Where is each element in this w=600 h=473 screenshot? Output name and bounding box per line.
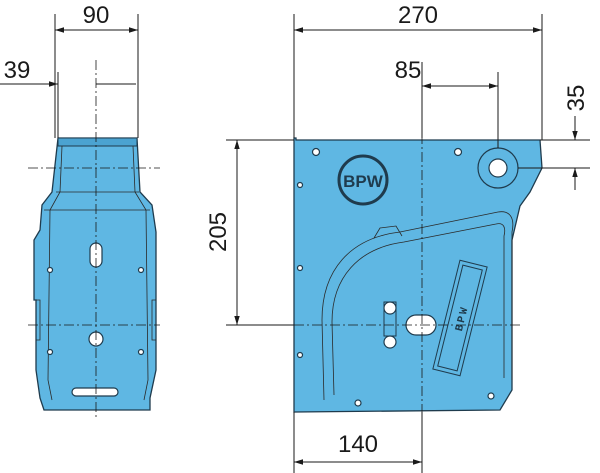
dimension-hole-height-label: 205 <box>205 212 232 252</box>
dimension-hole-offset-x: 85 <box>395 57 499 148</box>
dimension-side-width: 90 <box>54 2 139 138</box>
front-view-bottom-hole-right <box>487 392 495 400</box>
front-view-logo-text: BPW <box>343 172 384 191</box>
front-view-link-hole-top <box>383 301 397 315</box>
front-view-body <box>293 137 543 413</box>
dimension-hole-height: 205 <box>205 139 294 326</box>
side-view-body <box>33 137 157 411</box>
side-view-small-hole-left-2 <box>46 348 54 356</box>
dimension-bottom-width: 140 <box>293 412 423 473</box>
front-view-pocket-outline-inner <box>331 223 506 396</box>
front-view-rib <box>373 225 403 239</box>
front-view-bottom-hole-left <box>354 399 362 407</box>
front-view: BPW BPW <box>293 80 543 430</box>
side-view-edge-notch <box>36 299 41 341</box>
dimension-bottom-width-label: 140 <box>338 431 378 458</box>
side-view-edge-notch-right <box>151 299 156 341</box>
side-view-small-hole-left <box>46 266 54 274</box>
front-view-edge-hole-1 <box>296 181 304 189</box>
front-view-top-hole-left <box>311 147 321 157</box>
front-view-edge-hole-2 <box>296 264 304 272</box>
front-view-edge-hole-3 <box>296 351 304 359</box>
front-view-label-plate: BPW <box>432 259 488 377</box>
front-view-pivot-inner <box>488 158 508 178</box>
front-view-top-hole-right <box>453 147 463 157</box>
dimension-hole-offset-y-label: 35 <box>563 85 590 112</box>
side-view-small-hole-right <box>137 266 145 274</box>
front-view-link-hole-bottom <box>383 335 397 349</box>
side-view-small-hole-right-2 <box>137 348 145 356</box>
front-view-logo-ring <box>337 154 389 206</box>
side-view-top-plate <box>57 137 138 147</box>
dimension-hole-offset-x-label: 85 <box>395 57 422 84</box>
dimension-front-width: 270 <box>293 2 543 140</box>
front-view-pocket-outline <box>321 211 514 401</box>
dimension-hole-offset-y: 35 <box>518 85 590 190</box>
dimension-front-width-label: 270 <box>398 2 438 29</box>
dimension-side-offset-label: 39 <box>4 57 31 84</box>
side-view <box>28 60 160 420</box>
dimension-side-width-label: 90 <box>83 2 110 29</box>
dimension-side-offset: 39 <box>0 57 136 138</box>
side-view-slot-bottom <box>71 387 119 397</box>
